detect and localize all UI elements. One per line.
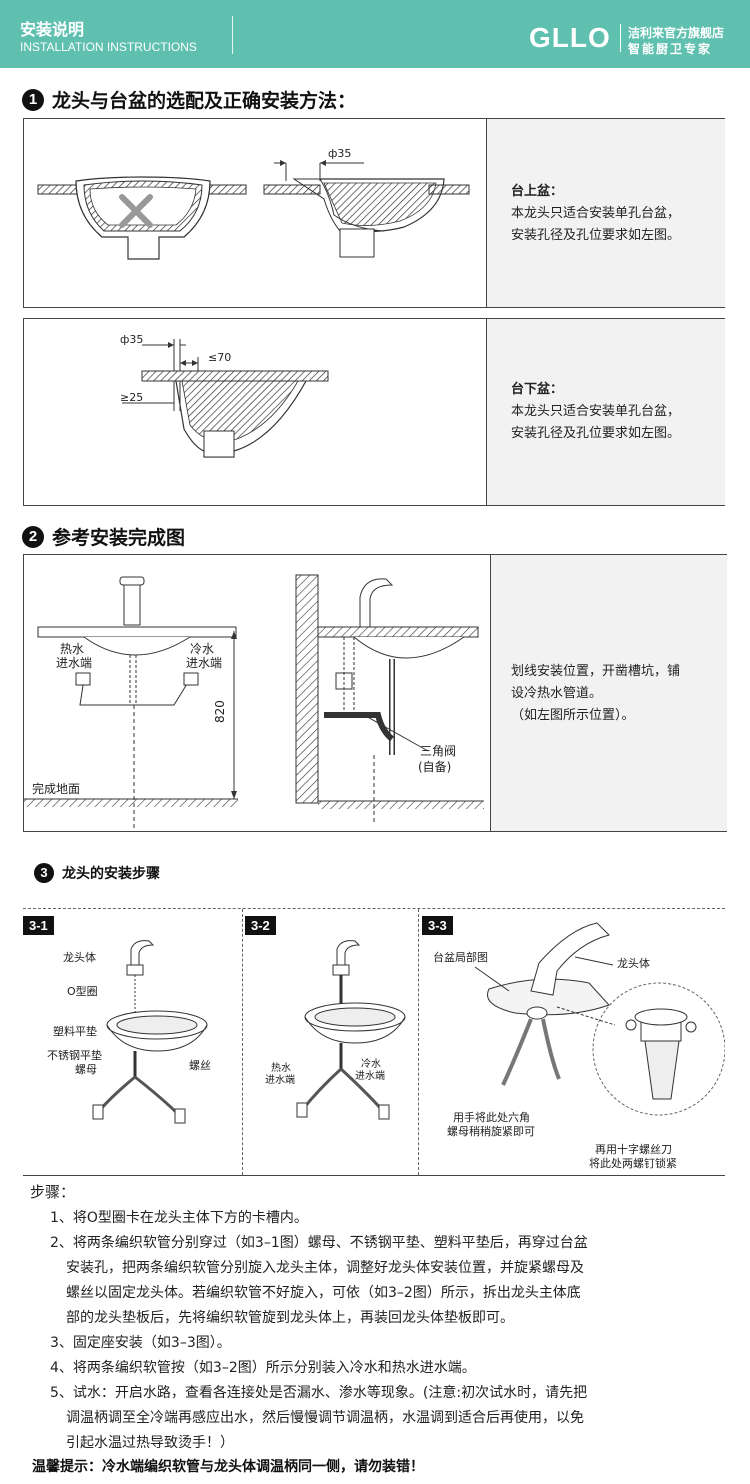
label-oring: O型圈 [67, 984, 98, 998]
panel-3-2: 3-2 [245, 915, 276, 935]
note-ref-line3: （如左图所示位置）。 [511, 708, 635, 723]
dim-thick-under: ≥25 [120, 391, 143, 404]
cold-label-1: 冷水 [190, 642, 214, 656]
section2-heading: 2 参考安装完成图 [22, 523, 185, 550]
section3-heading: 3 龙头的安装步骤 [34, 863, 160, 883]
label-basin-partial: 台盆局部图 [433, 950, 488, 964]
label-cold-2: 进水端 [355, 1069, 385, 1082]
height-820: 820 [213, 700, 227, 723]
section3-number: 3 [34, 863, 54, 883]
step-5-cont-2: 引起水温过热导致烫手！） [66, 1435, 234, 1451]
store-name: 洁利来官方旗舰店 [628, 26, 725, 40]
label-screw: 螺丝 [189, 1059, 211, 1072]
step-2: 2、将两条编织软管分别穿过（如3–1图）螺母、不锈钢平垫、塑料平垫后，再穿过台盆 [50, 1235, 588, 1251]
panel-reference: 划线安装位置，开凿槽坑，铺 设冷热水管道。 （如左图所示位置）。 820 热水 … [23, 554, 727, 832]
step-3: 3、固定座安装（如3–3图）。 [50, 1335, 231, 1351]
panel-under-counter: 台下盆： 本龙头只适合安装单孔台盆， 安装孔径及孔位要求如左图。 ф35 ≤70… [23, 318, 725, 506]
dim-hole-under: ф35 [120, 333, 143, 346]
label-hand-1: 用手将此处六角 [453, 1110, 530, 1124]
cold-label-2: 进水端 [186, 656, 222, 670]
dim-dist-under: ≤70 [208, 351, 231, 364]
note-box-above: 台上盆： 本龙头只适合安装单孔台盆， 安装孔径及孔位要求如左图。 [486, 119, 725, 307]
section2-number: 2 [22, 525, 44, 548]
valve-label-2: (自备) [418, 760, 451, 774]
header-subtitle: INSTALLATION INSTRUCTIONS [20, 40, 197, 54]
note-above-line2: 安装孔径及孔位要求如左图。 [511, 228, 681, 243]
steps-diagram-strip: 3-1 龙头体 O型圈 塑料平垫 不锈钢平垫 螺母 螺丝 3-2 热水 [23, 908, 725, 1176]
label-screw-2: 将此处两螺钉锁紧 [589, 1156, 677, 1170]
tag-3-2: 3-2 [245, 916, 276, 935]
section1-heading: 1 龙头与台盆的选配及正确安装方法： [22, 86, 356, 113]
section3-title: 龙头的安装步骤 [62, 866, 160, 882]
step-2-cont-3: 部的龙头垫板后，先将编织软管旋到龙头体上，再装回龙头体垫板即可。 [66, 1310, 514, 1326]
note-box-under: 台下盆： 本龙头只适合安装单孔台盆， 安装孔径及孔位要求如左图。 [486, 319, 725, 505]
label-hot-2: 进水端 [265, 1073, 295, 1086]
note-under-line2: 安装孔径及孔位要求如左图。 [511, 426, 681, 441]
label-steel-washer: 不锈钢平垫 [47, 1048, 102, 1062]
note-ref-line2: 设冷热水管道。 [511, 686, 603, 701]
tag-3-3: 3-3 [422, 916, 453, 935]
step-2-cont-2: 螺丝以固定龙头体。若编织软管不好旋入，可依（如3–2图）所示，拆出龙头主体底 [66, 1285, 581, 1301]
step-2-cont-1: 安装孔，把两条编织软管分别旋入龙头主体，调整好龙头体安装位置，并旋紧螺母及 [66, 1260, 584, 1276]
label-nut: 螺母 [75, 1063, 97, 1076]
strip-divider-1 [242, 909, 244, 1175]
strip-divider-2 [418, 909, 420, 1175]
tag-3-1: 3-1 [23, 916, 54, 935]
valve-label-1: 三角阀 [420, 744, 456, 758]
diagram-3-2: 热水 进水端 冷水 进水端 [265, 940, 406, 1120]
section1-number: 1 [22, 88, 44, 111]
label-hand-2: 螺母稍稍旋紧即可 [447, 1124, 535, 1138]
header-title: 安装说明 [20, 20, 85, 39]
note-above-line1: 本龙头只适合安装单孔台盆， [511, 206, 681, 221]
note-above-title: 台上盆： [511, 184, 564, 199]
hot-label-2: 进水端 [56, 656, 92, 670]
section2-title: 参考安装完成图 [52, 527, 186, 549]
brand-logo: GLLO [529, 22, 611, 53]
panel-3-1: 3-1 [23, 915, 54, 935]
note-above: 台上盆： 本龙头只适合安装单孔台盆， 安装孔径及孔位要求如左图。 [511, 181, 680, 247]
note-box-reference: 划线安装位置，开凿槽坑，铺 设冷热水管道。 （如左图所示位置）。 [490, 555, 727, 831]
panel-above-counter: 台上盆： 本龙头只适合安装单孔台盆， 安装孔径及孔位要求如左图。 [23, 118, 725, 308]
note-under-line1: 本龙头只适合安装单孔台盆， [511, 404, 681, 419]
note-ref-line1: 划线安装位置，开凿槽坑，铺 [511, 664, 681, 679]
cross-icon [119, 194, 153, 228]
label-plastic-washer: 塑料平垫 [53, 1024, 97, 1038]
note-under-title: 台下盆： [511, 382, 564, 397]
diagram-3-3: 台盆局部图 龙头体 用手将此处六角 螺母稍稍旋紧即可 再用十字螺丝刀 将此处两螺… [433, 922, 725, 1170]
label-screw-1: 再用十字螺丝刀 [595, 1142, 672, 1156]
section1-title: 龙头与台盆的选配及正确安装方法： [52, 90, 357, 112]
hot-label-1: 热水 [60, 642, 84, 656]
step-5-cont-1: 调温柄调至全冷端再感应出水，然后慢慢调节调温柄，水温调到适合后再使用，以免 [66, 1410, 584, 1426]
label-hot-1: 热水 [271, 1061, 291, 1074]
step-4: 4、将两条编织软管按（如3–2图）所示分别装入冷水和热水进水端。 [50, 1360, 476, 1376]
header-divider [232, 16, 233, 54]
diagram-3-1: 龙头体 O型圈 塑料平垫 不锈钢平垫 螺母 螺丝 [47, 940, 211, 1124]
header-bar [0, 0, 750, 68]
label-faucet-body-3: 龙头体 [617, 956, 650, 970]
floor-label: 完成地面 [32, 781, 80, 796]
label-cold-1: 冷水 [361, 1057, 381, 1070]
dim-hole-above: ф35 [328, 147, 351, 160]
under-counter-diagram: ф35 ≤70 ≥25 [120, 333, 329, 458]
warm-tip: 温馨提示：冷水端编织软管与龙头体调温柄同一侧，请勿装错！ [32, 1459, 424, 1475]
panel-3-3: 3-3 [422, 915, 453, 935]
note-under: 台下盆： 本龙头只适合安装单孔台盆， 安装孔径及孔位要求如左图。 [511, 379, 680, 445]
steps-list: 1、将O型圈卡在龙头主体下方的卡槽内。 2、将两条编织软管分别穿过（如3–1图）… [50, 1206, 730, 1456]
reference-diagram: 820 热水 进水端 冷水 进水端 完成地面 三角阀 (自备) [24, 574, 484, 831]
step-5: 5、试水：开启水路，查看各连接处是否漏水、渗水等现象。(注意:初次试水时，请先把 [50, 1385, 588, 1401]
above-counter-diagram: ф35 [37, 147, 470, 260]
label-faucet-body-1: 龙头体 [63, 950, 96, 964]
logo-divider [620, 24, 621, 52]
store-slogan: 智能厨卫专家 [628, 42, 713, 56]
step-1: 1、将O型圈卡在龙头主体下方的卡槽内。 [50, 1210, 308, 1226]
note-reference: 划线安装位置，开凿槽坑，铺 设冷热水管道。 （如左图所示位置）。 [511, 661, 680, 727]
steps-title: 步骤： [30, 1183, 76, 1201]
